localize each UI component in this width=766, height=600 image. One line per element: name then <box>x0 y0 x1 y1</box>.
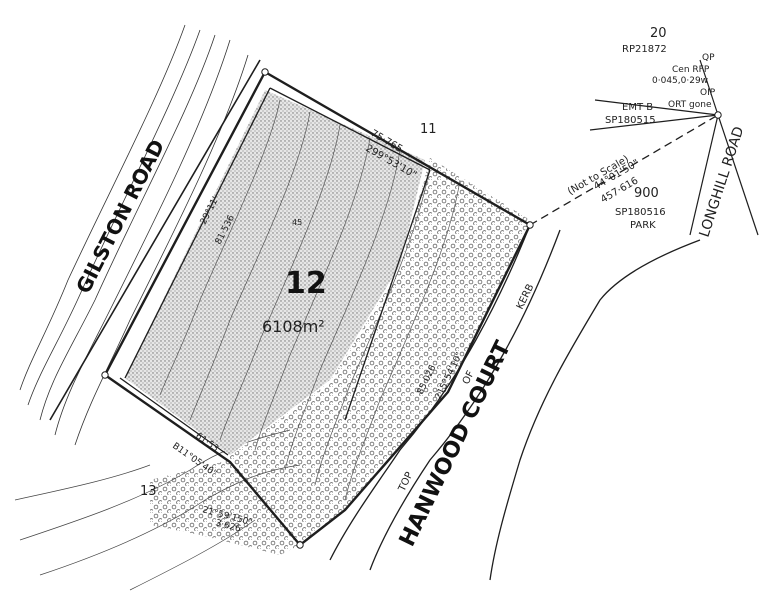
contour-lines-lot <box>159 99 461 501</box>
kerb-label: KERB <box>515 282 537 311</box>
sp-emt-label: SP180515 <box>605 115 656 126</box>
lot-900-label: 900 <box>634 186 659 201</box>
gilston-road-edge <box>49 59 261 421</box>
ort-label: ORT gone <box>668 100 712 110</box>
lot-number: 12 <box>285 266 327 301</box>
lot-boundary <box>103 70 532 547</box>
lot-11-label: 11 <box>420 122 437 137</box>
lot-hatched-area <box>225 158 530 545</box>
verge-hatched-area <box>150 460 300 555</box>
inner-boundary <box>119 87 431 456</box>
rfp-values-label: 0·045,0·29w <box>652 76 708 86</box>
park-label: PARK <box>630 220 656 231</box>
rp-label: RP21872 <box>622 44 667 55</box>
oip-label: OIP <box>700 88 716 98</box>
connection-line <box>529 114 719 226</box>
hanwood-kerb-lines <box>329 224 701 581</box>
emt-label: EMT B <box>622 102 653 113</box>
sp-park-label: SP180516 <box>615 207 666 218</box>
top-label: TOP <box>396 471 415 495</box>
lot-shaded-area <box>125 90 425 455</box>
contour-lines-west <box>19 24 249 446</box>
lot-area: 6108m² <box>262 317 325 336</box>
reference-lines <box>589 59 759 236</box>
corner-marks <box>101 68 722 549</box>
lot-13-label: 13 <box>140 484 157 499</box>
of-label: OF <box>461 369 477 386</box>
lot-20-label: 20 <box>650 26 667 41</box>
contour-label: 45 <box>292 218 302 227</box>
gilston-road-label: GILSTON ROAD <box>71 136 169 298</box>
cen-rfp-label: Cen RFP <box>672 65 710 75</box>
qp-label: QP <box>702 53 715 63</box>
